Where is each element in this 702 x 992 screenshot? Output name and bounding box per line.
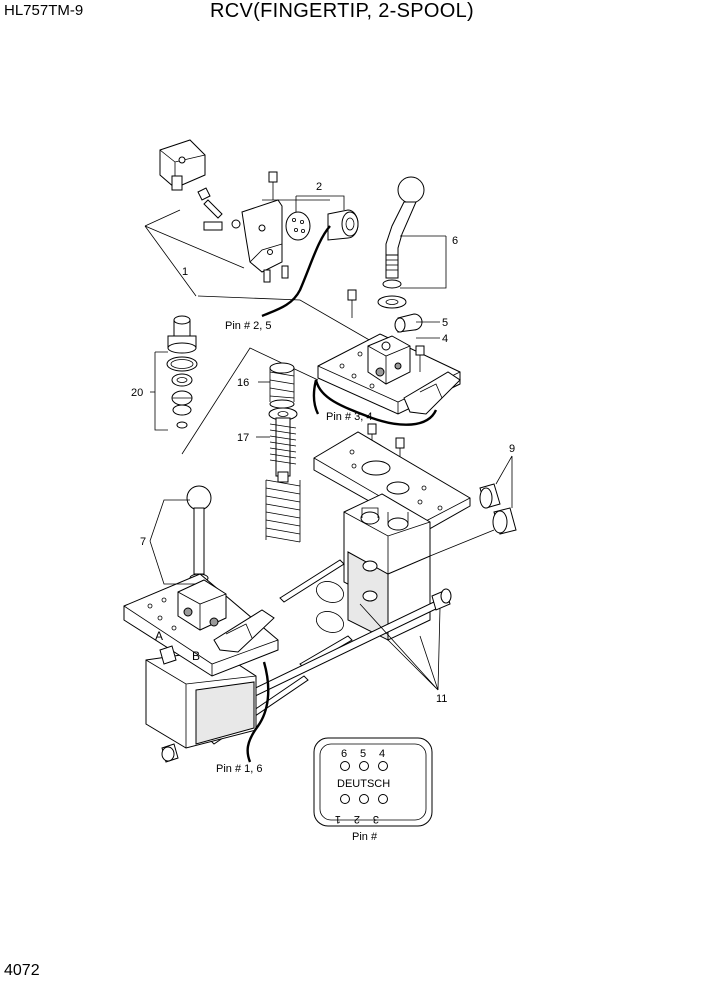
model-code: HL757TM-9 (4, 2, 84, 19)
tie-rods-11 (161, 559, 452, 763)
switch-assembly (159, 139, 359, 283)
knob-5 (394, 313, 423, 333)
callout-5: 5 (442, 317, 448, 329)
connector-name: DEUTSCH (337, 778, 390, 790)
lever-6 (377, 176, 425, 309)
connector-top-pin-1: 6 (341, 748, 347, 760)
spacer-plate (313, 423, 471, 533)
pin-label-3-4: Pin # 3, 4 (326, 411, 372, 423)
o-rings (316, 581, 344, 633)
page-number: 4072 (4, 962, 40, 979)
callout-9: 9 (509, 443, 515, 455)
spool-17 (265, 407, 301, 543)
connector-top-pin-2: 5 (360, 748, 366, 760)
callout-6: 6 (452, 235, 458, 247)
pin-label-1-6: Pin # 1, 6 (216, 763, 262, 775)
connector-top-pin-3: 4 (379, 748, 385, 760)
connector-caption: Pin # (352, 831, 378, 843)
wire-pin-3-4 (312, 379, 438, 426)
callout-16: 16 (237, 377, 249, 389)
connector-bottom-pin-2: 2 (354, 813, 360, 825)
callout-17: 17 (237, 432, 249, 444)
spool-mark-a: A (155, 629, 163, 643)
deutsch-connector-diagram (313, 737, 433, 827)
callout-11: 11 (436, 693, 447, 705)
spring-16 (269, 362, 295, 409)
wire-pin-1-6 (246, 661, 270, 763)
spool-mark-b: B (192, 649, 200, 663)
callout-7: 7 (140, 536, 146, 548)
connector-bottom-pin-3: 3 (373, 813, 379, 825)
callout-20: 20 (131, 387, 143, 399)
callout-4: 4 (442, 333, 448, 345)
connector-bottom-pin-1: 1 (335, 813, 341, 825)
pin-label-2-5: Pin # 2, 5 (225, 320, 271, 332)
wire-pin-2-5 (261, 225, 331, 318)
valve-top-4 (317, 289, 461, 415)
callout-2: 2 (316, 181, 322, 193)
callout-1: 1 (182, 266, 188, 278)
adapter-20 (166, 315, 198, 429)
valve-assembly-7 (123, 485, 279, 749)
valve-body-right (343, 493, 431, 641)
fittings-9 (479, 483, 517, 535)
page-title: RCV(FINGERTIP, 2-SPOOL) (210, 0, 474, 22)
